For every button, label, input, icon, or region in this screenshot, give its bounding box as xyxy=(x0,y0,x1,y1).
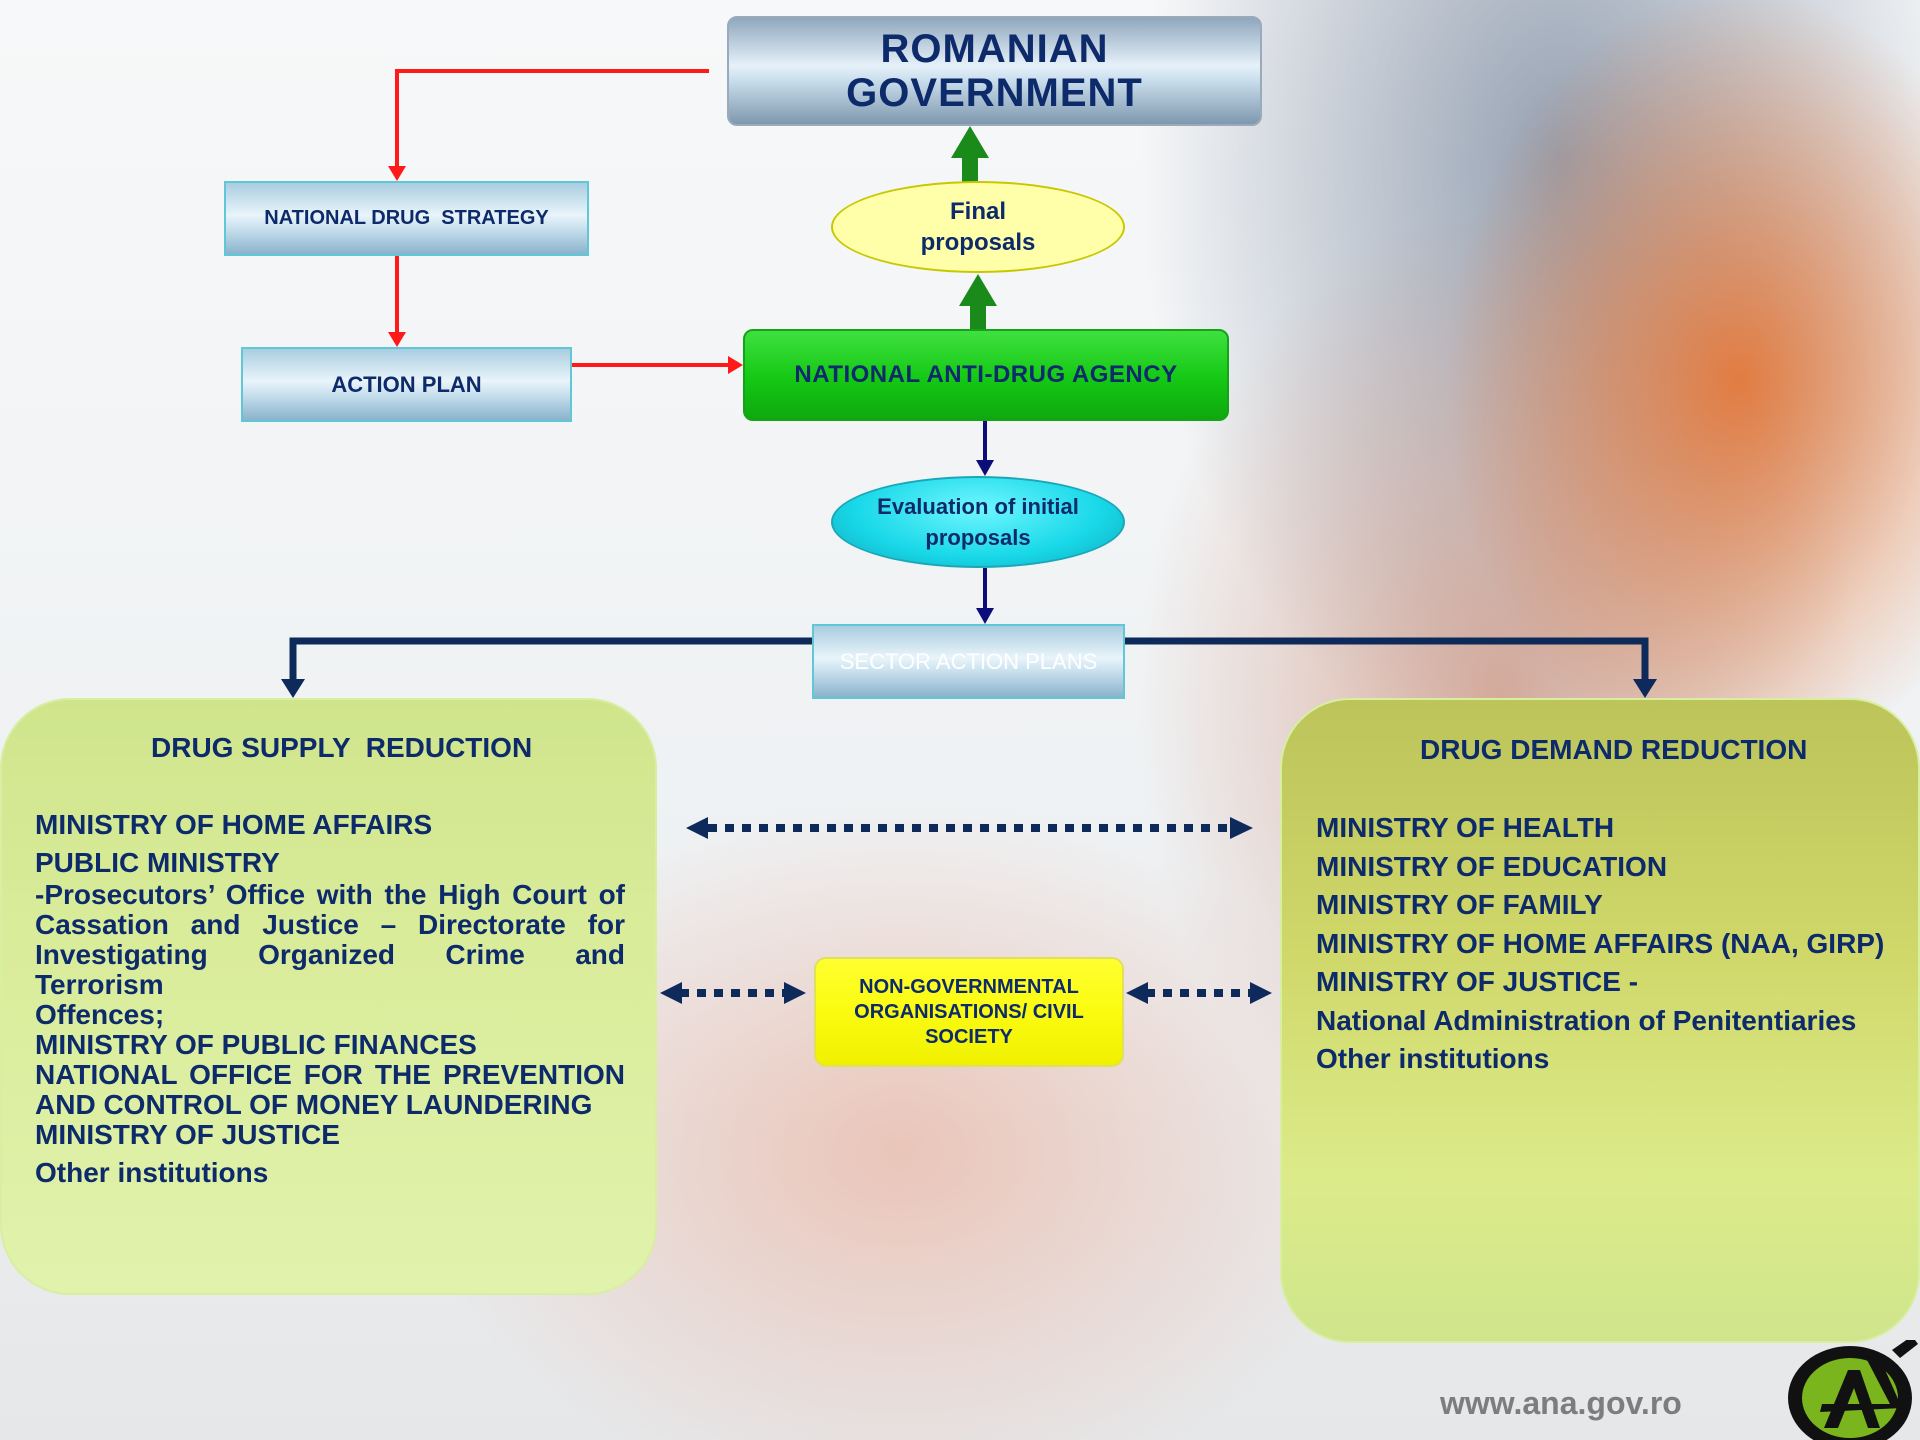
list-item: MINISTRY OF PUBLIC FINANCES xyxy=(35,1029,477,1060)
evaluation-initial-proposals-ellipse: Evaluation of initial proposals xyxy=(831,476,1125,568)
final-proposals-line2: proposals xyxy=(920,229,1036,256)
final-proposals-ellipse: Final proposals xyxy=(831,181,1125,273)
green-arrows xyxy=(951,126,997,331)
list-item: PUBLIC MINISTRY xyxy=(35,847,280,878)
list-item: National Administration of Penitentiarie… xyxy=(1316,1004,1857,1036)
list-item: MINISTRY OF EDUCATION xyxy=(1316,850,1668,882)
demand-institution-list: MINISTRY OF HEALTH MINISTRY OF EDUCATION… xyxy=(1316,809,1916,1079)
arrowhead-government xyxy=(951,126,989,158)
sector-plans-label: SECTOR ACTION PLANS xyxy=(839,648,1098,674)
list-item: MINISTRY OF HOME AFFAIRS xyxy=(35,809,433,840)
arrowhead-final-proposals xyxy=(959,274,997,306)
government-line1: ROMANIAN xyxy=(880,27,1109,71)
drug-supply-reduction-panel: DRUG SUPPLY REDUCTION MINISTRY OF HOME A… xyxy=(0,698,657,1295)
list-item: MINISTRY OF HEALTH xyxy=(1316,812,1615,843)
list-item: AND CONTROL OF MONEY LAUNDERING xyxy=(35,1089,593,1120)
list-item: Cassation and Justice – Directorate for xyxy=(35,909,625,940)
website-url: www.ana.gov.ro xyxy=(1440,1385,1682,1421)
drug-demand-reduction-panel: DRUG DEMAND REDUCTION MINISTRY OF HEALTH… xyxy=(1280,698,1920,1343)
agency-label: NATIONAL ANTI-DRUG AGENCY xyxy=(794,361,1178,388)
list-item: MINISTRY OF HOME AFFAIRS (NAA, GIRP) xyxy=(1316,927,1885,959)
list-item: Other institutions xyxy=(1316,1043,1550,1074)
list-item: Offences; xyxy=(35,999,165,1030)
action-plan-label: ACTION PLAN xyxy=(331,371,482,397)
ngo-civil-society-box: NON-GOVERNMENTAL ORGANISATIONS/ CIVIL SO… xyxy=(814,957,1124,1067)
arrowhead-strategy xyxy=(388,166,406,181)
final-proposals-line1: Final xyxy=(949,198,1006,225)
government-line2: GOVERNMENT xyxy=(846,71,1143,115)
ngo-line1: NON-GOVERNMENTAL xyxy=(859,975,1079,998)
ana-logo-icon xyxy=(1788,1340,1918,1440)
list-item: MINISTRY OF FAMILY xyxy=(1316,889,1603,920)
romanian-government-box: ROMANIAN GOVERNMENT xyxy=(727,16,1262,126)
sector-action-plans-box: SECTOR ACTION PLANS xyxy=(812,624,1125,699)
list-item: -Prosecutors’ Office with the High Court… xyxy=(35,879,625,910)
sector-branch-arrows xyxy=(281,637,1657,698)
supply-institution-list: MINISTRY OF HOME AFFAIRS PUBLIC MINISTRY… xyxy=(35,807,625,1188)
evaluation-line2: proposals xyxy=(925,525,1031,550)
national-anti-drug-agency-box: NATIONAL ANTI-DRUG AGENCY xyxy=(743,329,1229,421)
national-drug-strategy-box: NATIONAL DRUG STRATEGY xyxy=(224,181,589,256)
dotted-arrows xyxy=(660,817,1272,1004)
list-item: Investigating Organized Crime and Terror… xyxy=(35,939,625,1000)
ngo-line2: ORGANISATIONS/ CIVIL xyxy=(854,1000,1084,1023)
arrowhead-agency xyxy=(728,356,743,374)
list-item: Other institutions xyxy=(35,1157,269,1188)
supply-title: DRUG SUPPLY REDUCTION xyxy=(151,732,533,763)
list-item: MINISTRY OF JUSTICE xyxy=(35,1119,340,1150)
red-arrows xyxy=(388,69,743,374)
navy-arrows xyxy=(976,421,994,624)
arrow-government-to-strategy xyxy=(395,69,709,168)
arrowhead-action xyxy=(388,332,406,347)
demand-title: DRUG DEMAND REDUCTION xyxy=(1420,734,1808,765)
evaluation-line1: Evaluation of initial xyxy=(877,494,1079,519)
strategy-label: NATIONAL DRUG STRATEGY xyxy=(264,207,549,229)
action-plan-box: ACTION PLAN xyxy=(241,347,572,422)
list-item: MINISTRY OF JUSTICE - xyxy=(1316,966,1639,997)
list-item: NATIONAL OFFICE FOR THE PREVENTION xyxy=(35,1059,625,1090)
ngo-line3: SOCIETY xyxy=(925,1025,1013,1048)
